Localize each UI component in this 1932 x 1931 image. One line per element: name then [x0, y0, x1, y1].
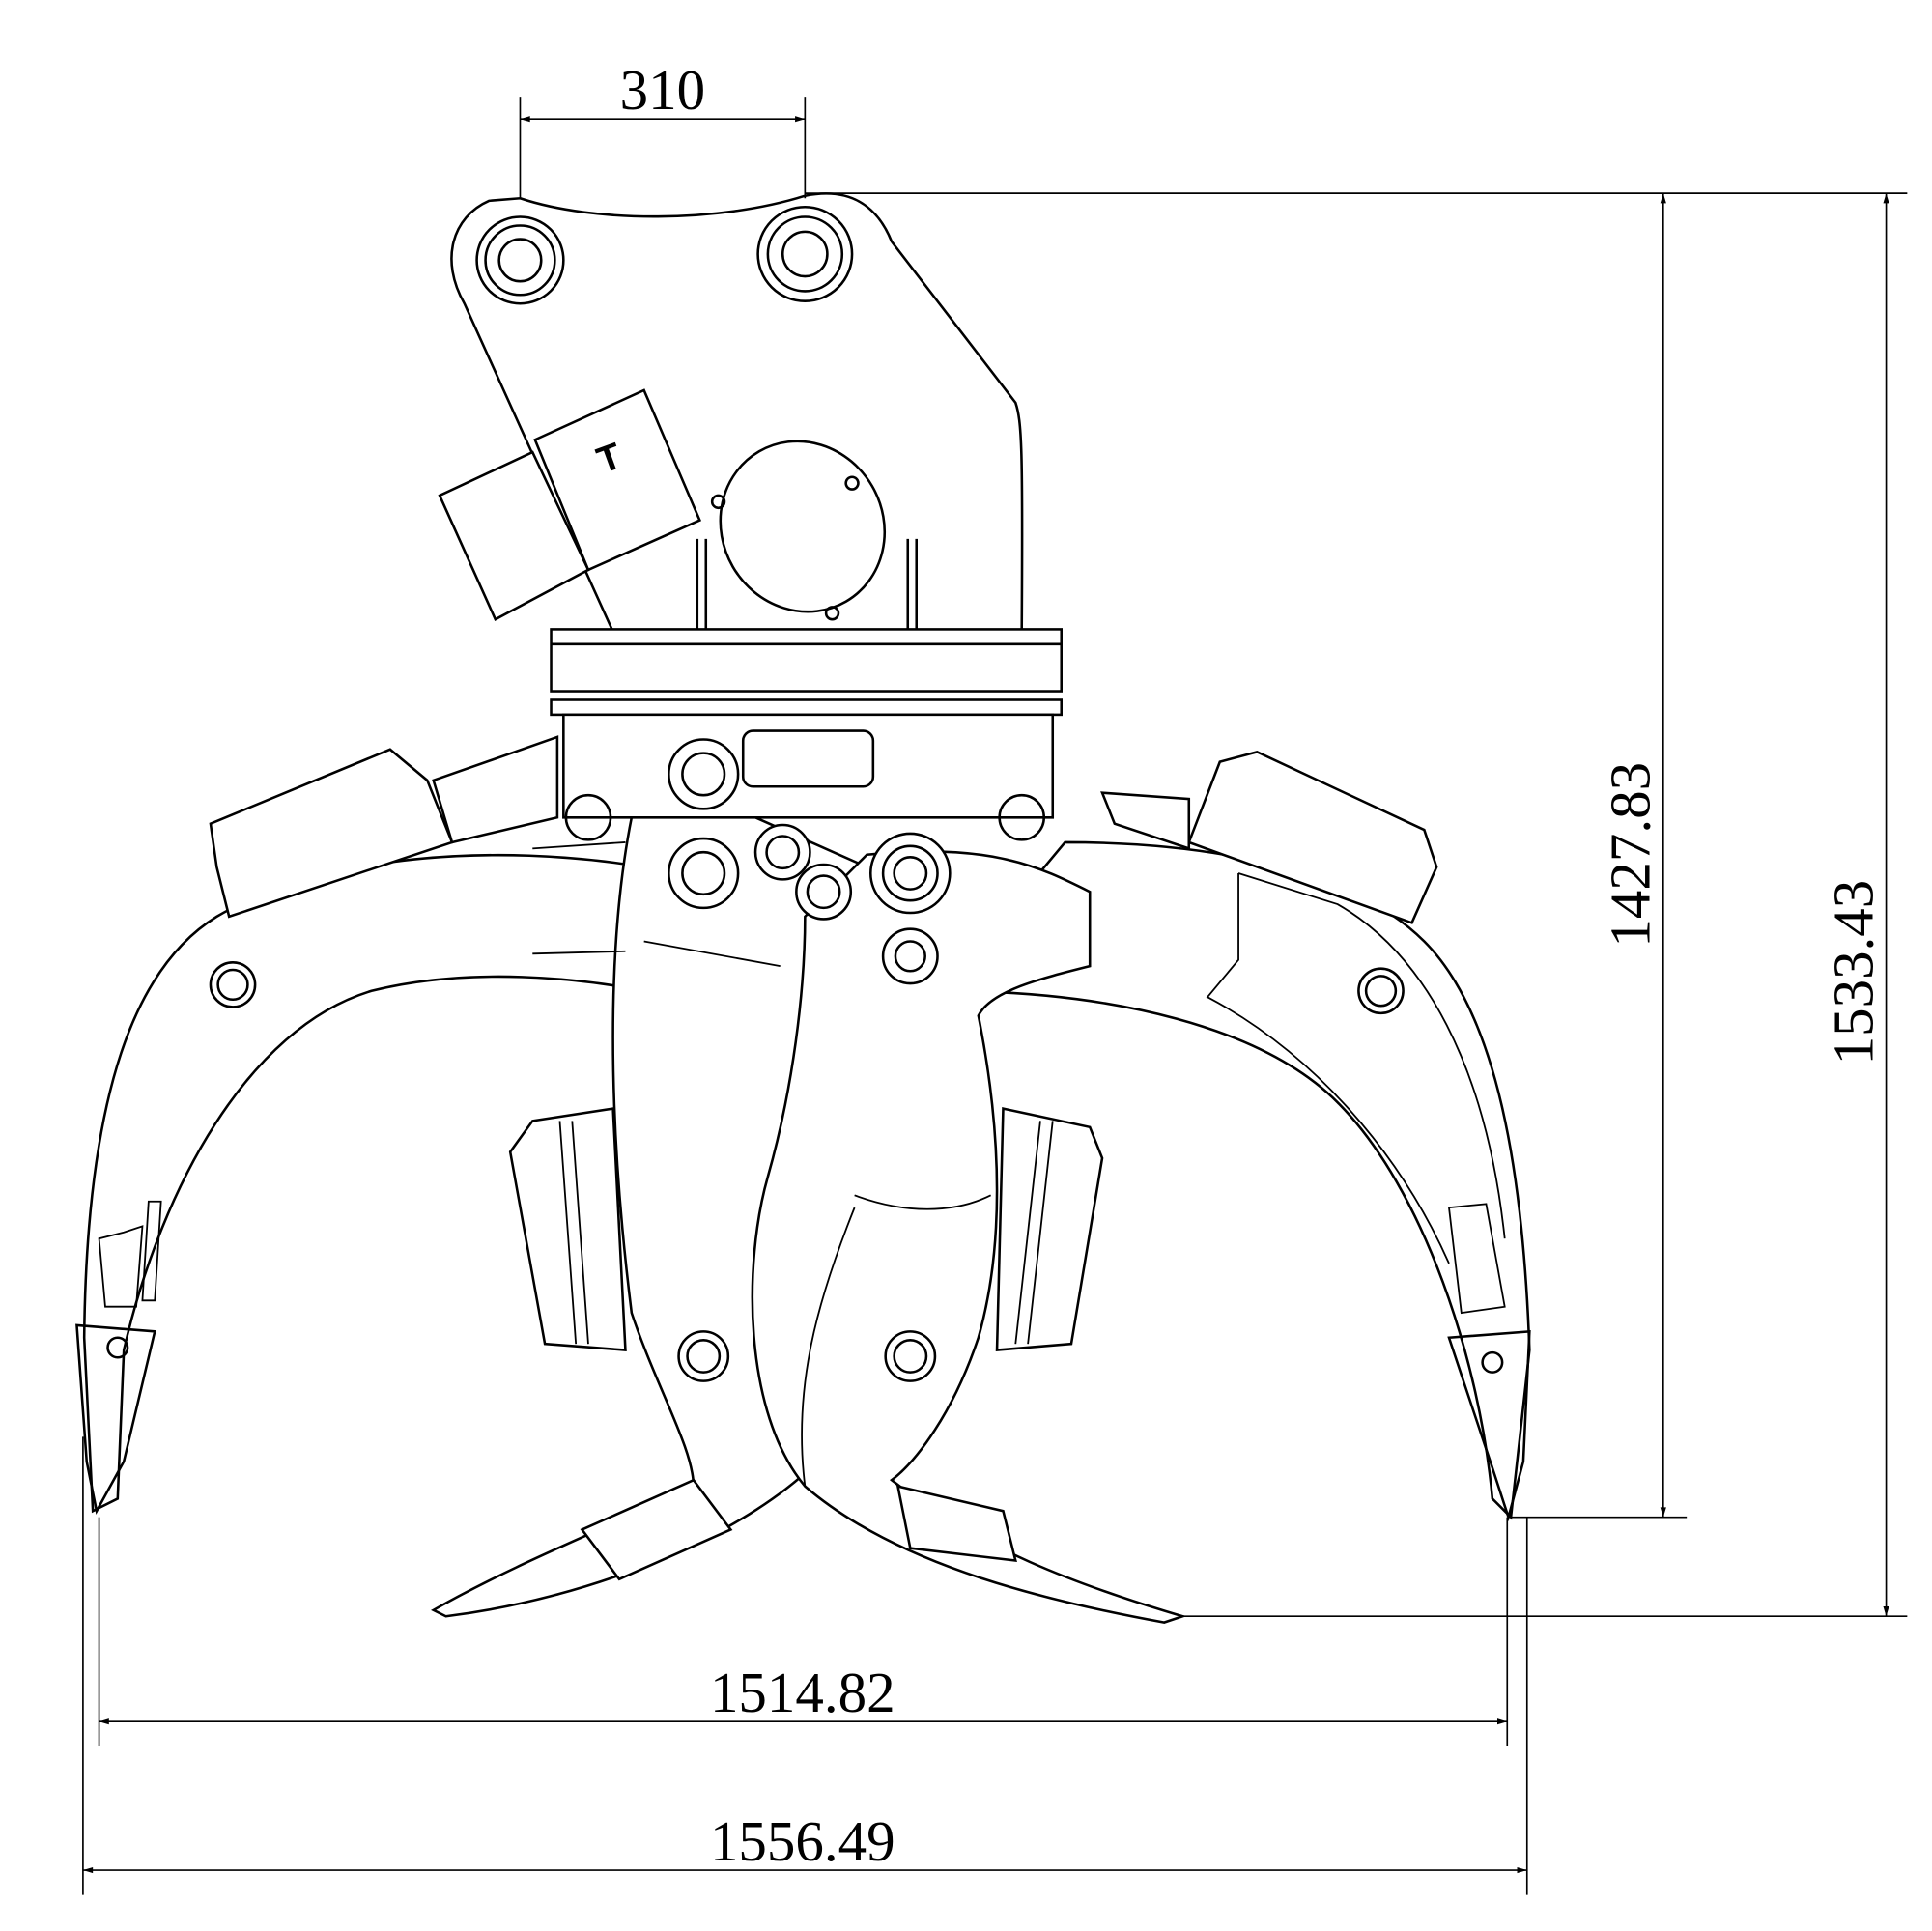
dimension-label: 1427.83	[1599, 762, 1662, 948]
rotator	[550, 628, 1063, 841]
top-pin-right	[756, 205, 854, 302]
dimension-height-overall: 1533.43	[1182, 193, 1908, 1618]
dimension-label: 310	[620, 58, 705, 122]
dimension-height-inner: 1427.83	[805, 192, 1908, 1519]
top-bracket: T	[438, 192, 1024, 634]
dimension-label: 1533.43	[1821, 880, 1885, 1065]
dimension-width-inner: 1514.82	[98, 1517, 1509, 1746]
dimension-width-overall: 1556.49	[82, 1436, 1528, 1895]
dimension-pin-spacing: 310	[519, 58, 807, 199]
dimension-label: 1556.49	[710, 1809, 895, 1873]
left-tine-arm	[75, 853, 645, 1515]
hydraulic-cylinders	[209, 735, 1438, 1351]
hub-pins	[532, 738, 952, 985]
top-pin-left	[475, 215, 565, 305]
dimension-label: 1514.82	[710, 1661, 895, 1724]
center-claw-right	[751, 850, 1187, 1624]
